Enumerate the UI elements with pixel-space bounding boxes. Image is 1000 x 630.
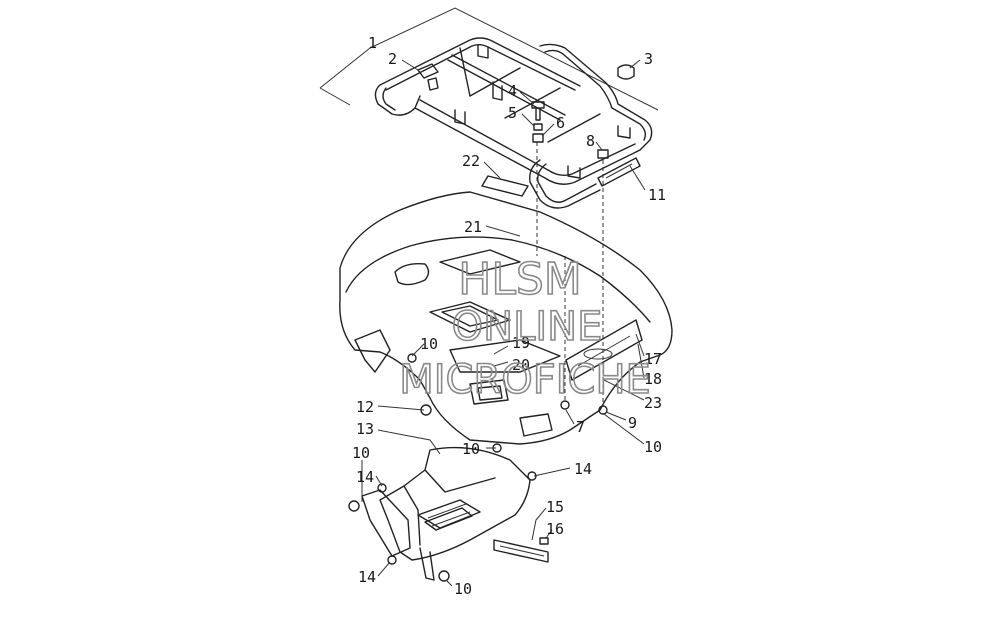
watermark-line-3: MICROFICHE <box>399 357 651 403</box>
watermark: HLSM ONLINE MICROFICHE <box>398 253 651 404</box>
footwell-panel <box>361 446 549 581</box>
callout-13: 13 <box>356 420 374 438</box>
callout-17: 17 <box>644 350 662 368</box>
rack-hardware <box>417 63 635 197</box>
decal-22 <box>481 175 529 197</box>
callout-10-b: 10 <box>644 438 662 456</box>
callout-14-a: 14 <box>356 468 374 486</box>
callout-labels: 1 2 3 4 5 6 8 11 22 21 10 19 20 17 18 23… <box>352 34 666 598</box>
callout-20: 20 <box>512 356 530 374</box>
callout-10-a: 10 <box>420 335 438 353</box>
callout-4: 4 <box>508 82 517 100</box>
callout-19: 19 <box>512 334 530 352</box>
callout-8: 8 <box>586 132 595 150</box>
bolt-8 <box>597 149 609 159</box>
footwell-fasteners <box>348 471 549 582</box>
callout-10-d: 10 <box>352 444 370 462</box>
callout-9: 9 <box>628 414 637 432</box>
cap-3 <box>617 64 635 80</box>
callout-1: 1 <box>368 34 377 52</box>
callout-3: 3 <box>644 50 653 68</box>
nut-6 <box>532 133 544 143</box>
callout-18: 18 <box>644 370 662 388</box>
watermark-line-2: ONLINE <box>452 304 603 350</box>
callout-10-c: 10 <box>462 440 480 458</box>
callout-12: 12 <box>356 398 374 416</box>
fender-fasteners <box>407 353 608 453</box>
clamp-2 <box>417 63 439 79</box>
rear-rack <box>319 7 659 209</box>
rear-fender <box>339 191 673 445</box>
callout-2: 2 <box>388 50 397 68</box>
watermark-line-1: HLSM <box>458 254 582 305</box>
callout-5: 5 <box>508 104 517 122</box>
callout-7: 7 <box>576 418 585 436</box>
callout-21: 21 <box>464 218 482 236</box>
callout-23: 23 <box>644 394 662 412</box>
callout-14-c: 14 <box>358 568 376 586</box>
leader-lines <box>361 59 646 587</box>
callout-14-b: 14 <box>574 460 592 478</box>
callout-6: 6 <box>556 114 565 132</box>
callout-22: 22 <box>462 152 480 170</box>
washer-5 <box>533 123 543 131</box>
callout-16: 16 <box>546 520 564 538</box>
callout-15: 15 <box>546 498 564 516</box>
callout-11: 11 <box>648 186 666 204</box>
bolt-4 <box>531 101 545 121</box>
callout-10-e: 10 <box>454 580 472 598</box>
